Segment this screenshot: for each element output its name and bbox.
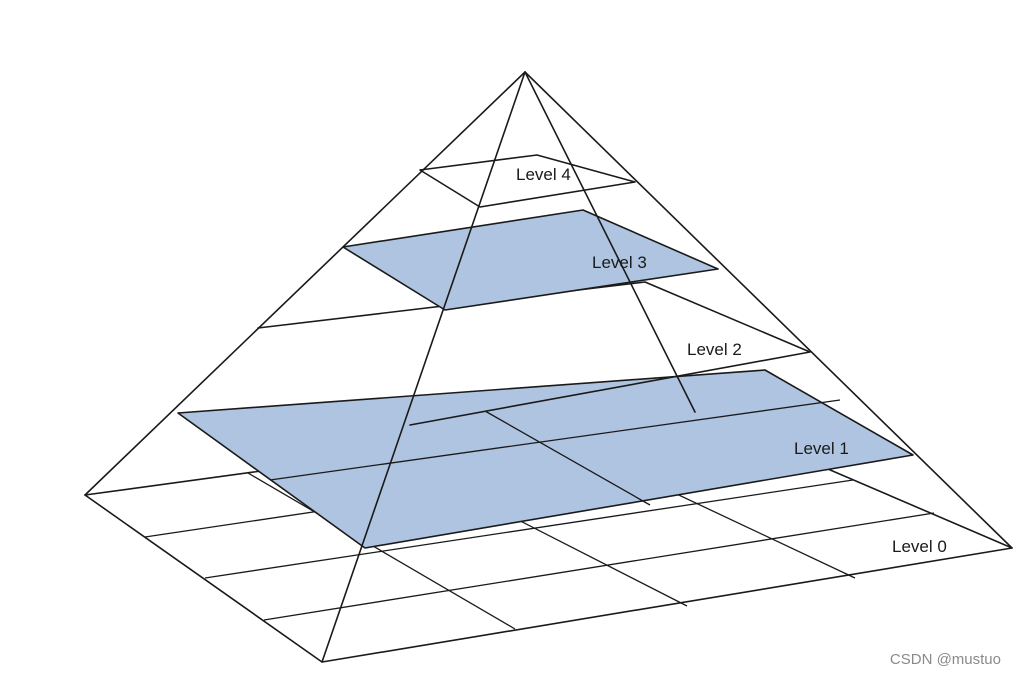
level-4-plane — [419, 154, 636, 208]
level-1-fill — [177, 369, 914, 549]
watermark-text: CSDN @mustuo — [889, 651, 1001, 668]
level-3-fill — [342, 209, 719, 311]
level-1-plane — [177, 369, 914, 549]
level-4-label: Level 4 — [516, 165, 571, 184]
level-3-label: Level 3 — [592, 253, 647, 272]
pyramid-edges — [84, 71, 1013, 663]
level-3-plane — [342, 209, 719, 311]
level-1-label: Level 1 — [794, 439, 849, 458]
level-2-label: Level 2 — [687, 340, 742, 359]
level-0-label: Level 0 — [892, 537, 947, 556]
